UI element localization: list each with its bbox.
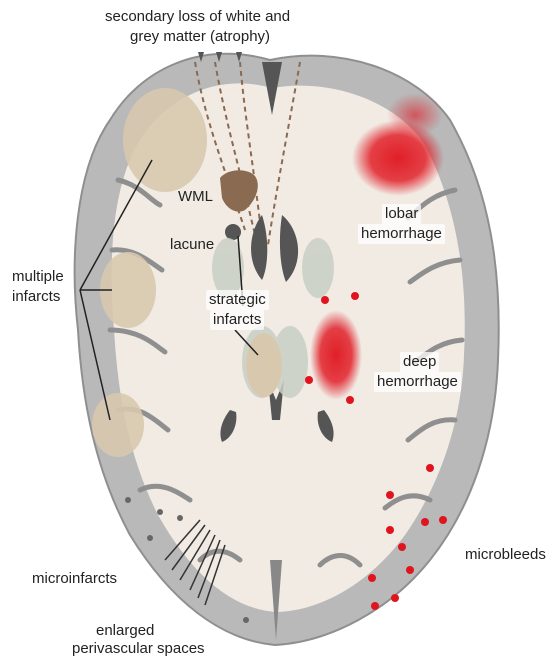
microbleed-dot: [426, 464, 434, 472]
microinfarct-dot: [177, 515, 183, 521]
cortical-infarct: [123, 88, 207, 192]
microinfarct-dot: [147, 535, 153, 541]
microbleed-dot: [386, 491, 394, 499]
strategic-infarct: [246, 333, 282, 397]
label-atrophy-line2: grey matter (atrophy): [130, 28, 270, 46]
microbleed-dot: [346, 396, 354, 404]
microbleed-dot: [351, 292, 359, 300]
label-epvs-line1: enlarged: [96, 622, 154, 640]
label-epvs-line2: perivascular spaces: [72, 640, 205, 658]
label-lobar-hemorrhage-line2: hemorrhage: [358, 224, 445, 244]
lobar-hemorrhage-halo: [387, 93, 443, 137]
label-multiple-infarcts-line2: infarcts: [12, 288, 60, 306]
microbleed-dot: [386, 526, 394, 534]
microbleed-dot: [406, 566, 414, 574]
microbleed-dot: [321, 296, 329, 304]
label-deep-hemorrhage-line1: deep: [400, 352, 439, 372]
microbleed-dot: [421, 518, 429, 526]
microbleed-dot: [371, 602, 379, 610]
label-microinfarcts: microinfarcts: [32, 570, 117, 588]
label-multiple-infarcts-line1: multiple: [12, 268, 64, 286]
label-atrophy-line1: secondary loss of white and: [105, 8, 290, 26]
microbleed-dot: [398, 543, 406, 551]
label-lobar-hemorrhage-line1: lobar: [382, 204, 421, 224]
label-microbleeds: microbleeds: [465, 546, 546, 564]
microbleed-dot: [439, 516, 447, 524]
microinfarct-dot: [125, 497, 131, 503]
label-lacune: lacune: [170, 236, 214, 254]
label-strategic-infarcts-line2: infarcts: [210, 310, 264, 330]
label-deep-hemorrhage-line2: hemorrhage: [374, 372, 461, 392]
deep-hemorrhage: [310, 310, 362, 400]
microbleed-dot: [305, 376, 313, 384]
microbleed-dot: [391, 594, 399, 602]
microinfarct-dot: [243, 617, 249, 623]
label-wml: WML: [178, 188, 213, 206]
cortical-infarct: [92, 393, 144, 457]
label-strategic-infarcts-line1: strategic: [206, 290, 269, 310]
microbleed-dot: [368, 574, 376, 582]
microinfarct-dot: [157, 509, 163, 515]
